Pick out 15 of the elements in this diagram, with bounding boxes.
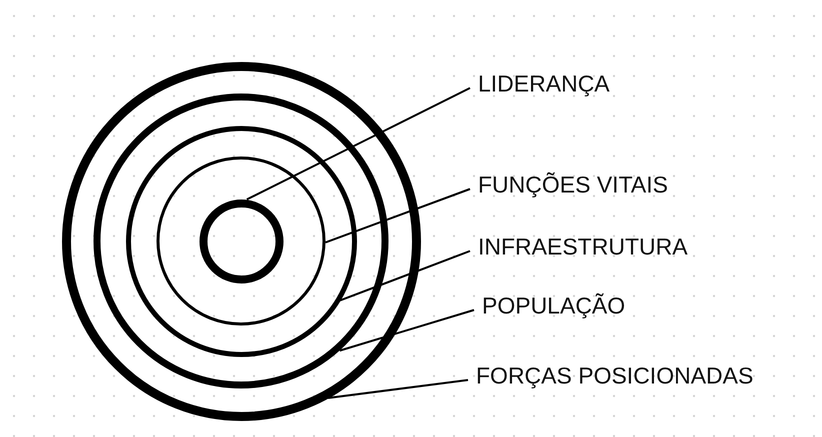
leader-line: [328, 379, 468, 399]
ring-label: FORÇAS POSICIONADAS: [476, 363, 754, 389]
ring-label: FUNÇÕES VITAIS: [478, 172, 668, 198]
leader-line: [340, 250, 470, 302]
ring-label: POPULAÇÃO: [482, 293, 626, 319]
ring: [62, 62, 420, 420]
leader-line: [325, 188, 470, 244]
ring: [199, 199, 283, 283]
ring: [94, 94, 388, 388]
ring: [156, 156, 326, 326]
ring-label: LIDERANÇA: [478, 71, 610, 97]
leader-line: [339, 309, 474, 352]
ring: [126, 126, 356, 356]
ring-label: INFRAESTRUTURA: [478, 234, 688, 260]
leader-line: [246, 87, 470, 200]
